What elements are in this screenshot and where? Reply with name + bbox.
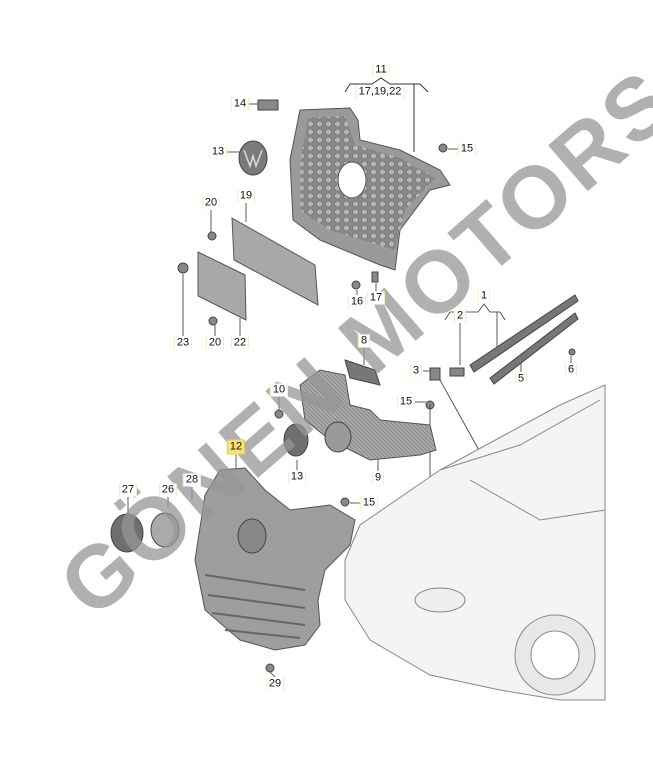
label-20[interactable]: 20 xyxy=(205,336,225,350)
label-8[interactable]: 8 xyxy=(357,334,371,348)
label-3[interactable]: 3 xyxy=(409,364,423,378)
label-13[interactable]: 13 xyxy=(287,470,307,484)
label-27[interactable]: 27 xyxy=(118,483,138,497)
label-15[interactable]: 15 xyxy=(396,395,416,409)
label-10[interactable]: 10 xyxy=(269,383,289,397)
trim-strips xyxy=(469,294,579,385)
emblem-part xyxy=(283,423,309,457)
screws xyxy=(177,143,576,673)
label-16[interactable]: 16 xyxy=(347,295,367,309)
lower-grille-part xyxy=(194,467,356,651)
label-6[interactable]: 6 xyxy=(564,363,578,377)
label-28[interactable]: 28 xyxy=(182,473,202,487)
plate-19 xyxy=(231,217,319,306)
label-13[interactable]: 13 xyxy=(208,145,228,159)
label-26[interactable]: 26 xyxy=(158,483,178,497)
label-11[interactable]: 11 xyxy=(372,63,390,77)
emblem-part xyxy=(238,140,268,176)
label-20[interactable]: 20 xyxy=(201,196,221,210)
air-guide-part xyxy=(299,369,437,461)
label-15[interactable]: 15 xyxy=(359,496,379,510)
label-23[interactable]: 23 xyxy=(173,336,193,350)
car-outline xyxy=(344,384,606,701)
label-22[interactable]: 22 xyxy=(230,336,250,350)
label-19[interactable]: 19 xyxy=(236,189,256,203)
part-8 xyxy=(344,359,381,386)
label-29[interactable]: 29 xyxy=(265,677,285,691)
label-11-sub: 17,19,22 xyxy=(355,85,405,99)
label-1[interactable]: 1 xyxy=(477,289,491,303)
emblem-part xyxy=(110,513,144,553)
label-14[interactable]: 14 xyxy=(230,97,250,111)
label-15[interactable]: 15 xyxy=(457,142,477,156)
clip-part xyxy=(257,99,279,111)
label-12-highlighted[interactable]: 12 xyxy=(226,439,246,455)
emblem-carrier-part xyxy=(150,512,180,548)
group-bracket xyxy=(344,77,429,152)
plate-22 xyxy=(197,251,247,321)
upper-grille-part xyxy=(289,107,451,271)
label-2[interactable]: 2 xyxy=(453,309,467,323)
label-17[interactable]: 17 xyxy=(366,291,386,305)
label-5[interactable]: 5 xyxy=(514,372,528,386)
label-9[interactable]: 9 xyxy=(371,471,385,485)
